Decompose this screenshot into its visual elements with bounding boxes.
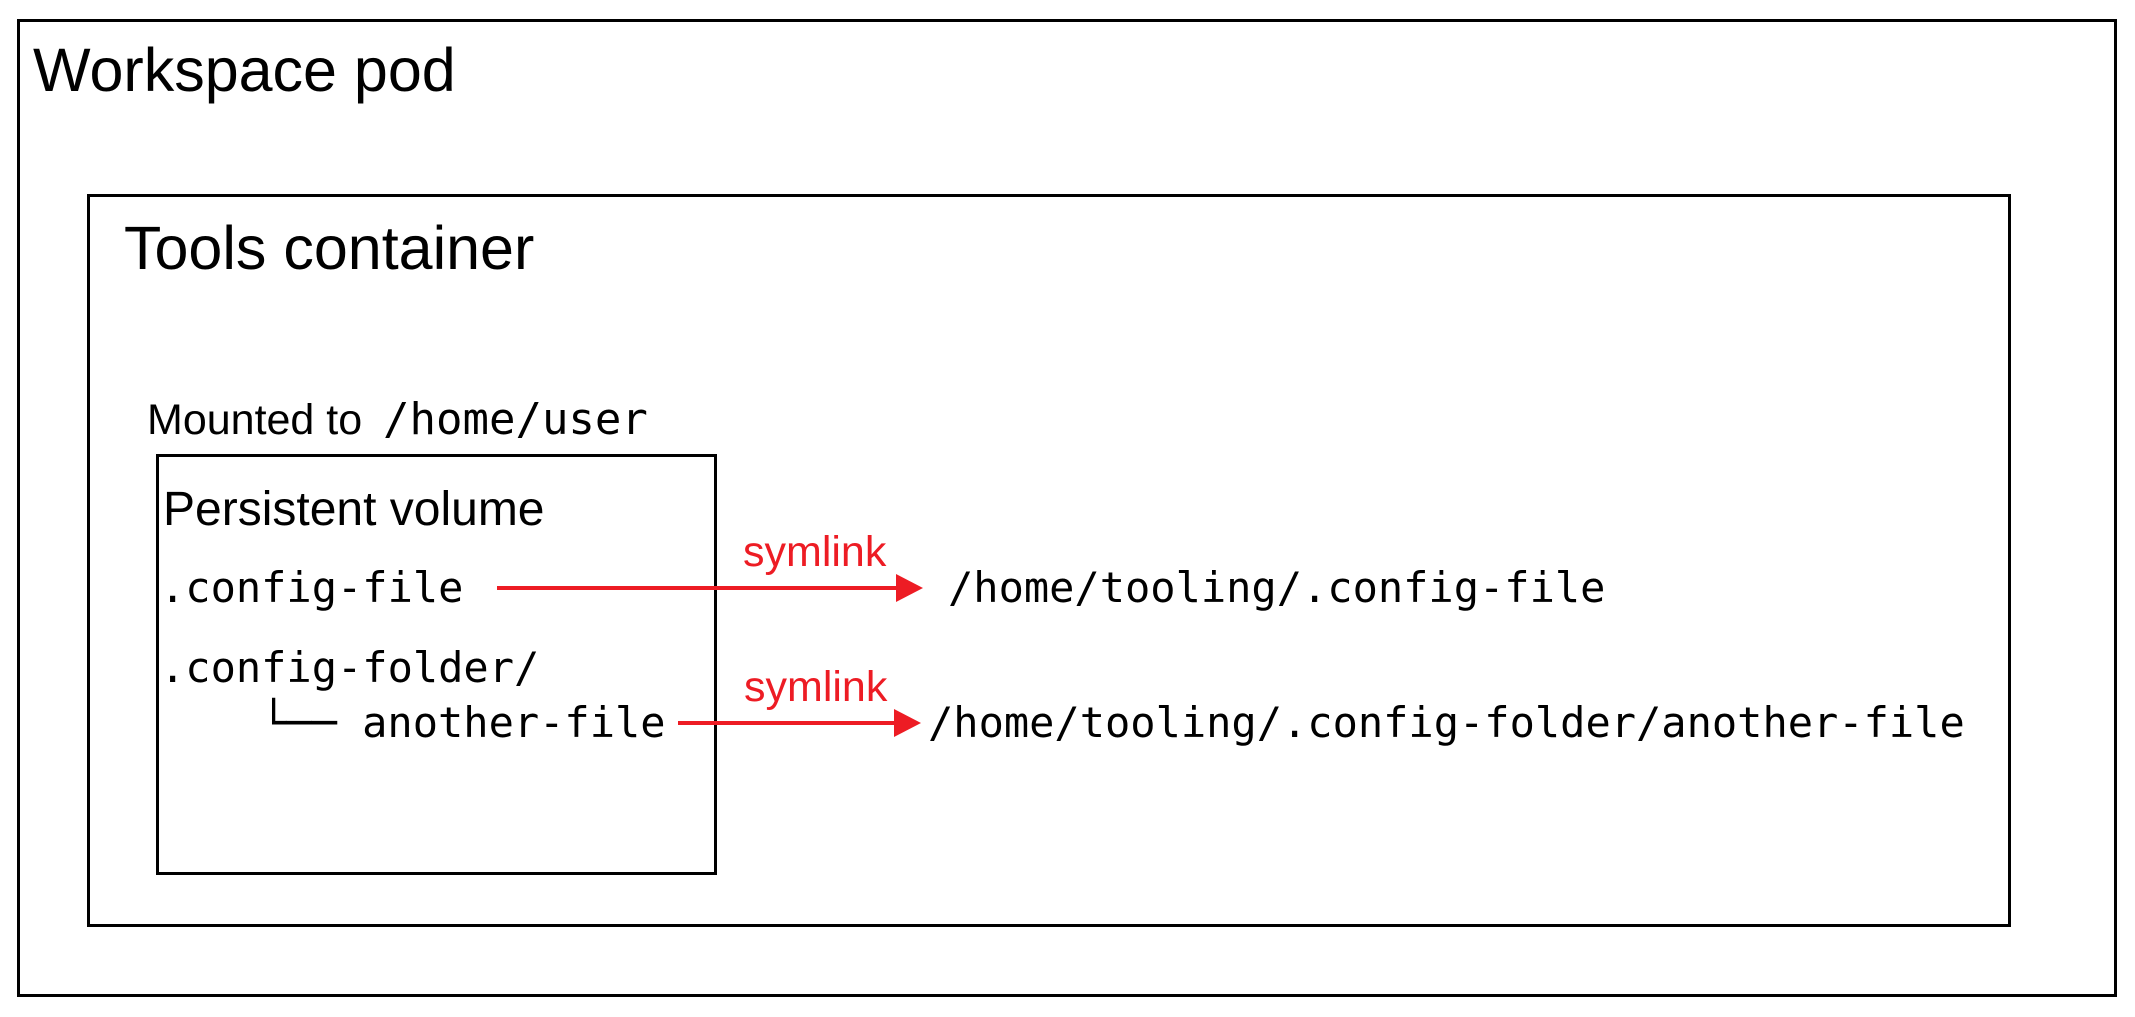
tools-container-title: Tools container xyxy=(124,214,535,282)
mount-path: /home/user xyxy=(383,394,648,445)
symlink-target-2: /home/tooling/.config-folder/another-fil… xyxy=(928,698,1965,747)
persistent-volume-title: Persistent volume xyxy=(163,483,545,536)
symlink-arrow-1-line xyxy=(497,586,898,590)
symlink-label-1: symlink xyxy=(743,528,887,576)
pv-entry-config-folder: .config-folder/ xyxy=(160,643,540,692)
pv-entry-another-file: └── another-file xyxy=(261,698,666,747)
symlink-target-1: /home/tooling/.config-file xyxy=(948,563,1606,612)
workspace-pod-title: Workspace pod xyxy=(33,36,456,104)
pv-entry-config-file: .config-file xyxy=(160,563,464,612)
symlink-label-2: symlink xyxy=(744,663,888,711)
tools-container-box xyxy=(87,194,2011,927)
persistent-volume-box xyxy=(156,454,717,875)
mount-label: Mounted to xyxy=(147,396,363,444)
workspace-pod-box xyxy=(17,19,2117,997)
symlink-arrow-2-line xyxy=(678,721,896,725)
arrow-right-icon xyxy=(896,574,923,602)
arrow-right-icon xyxy=(894,709,921,737)
